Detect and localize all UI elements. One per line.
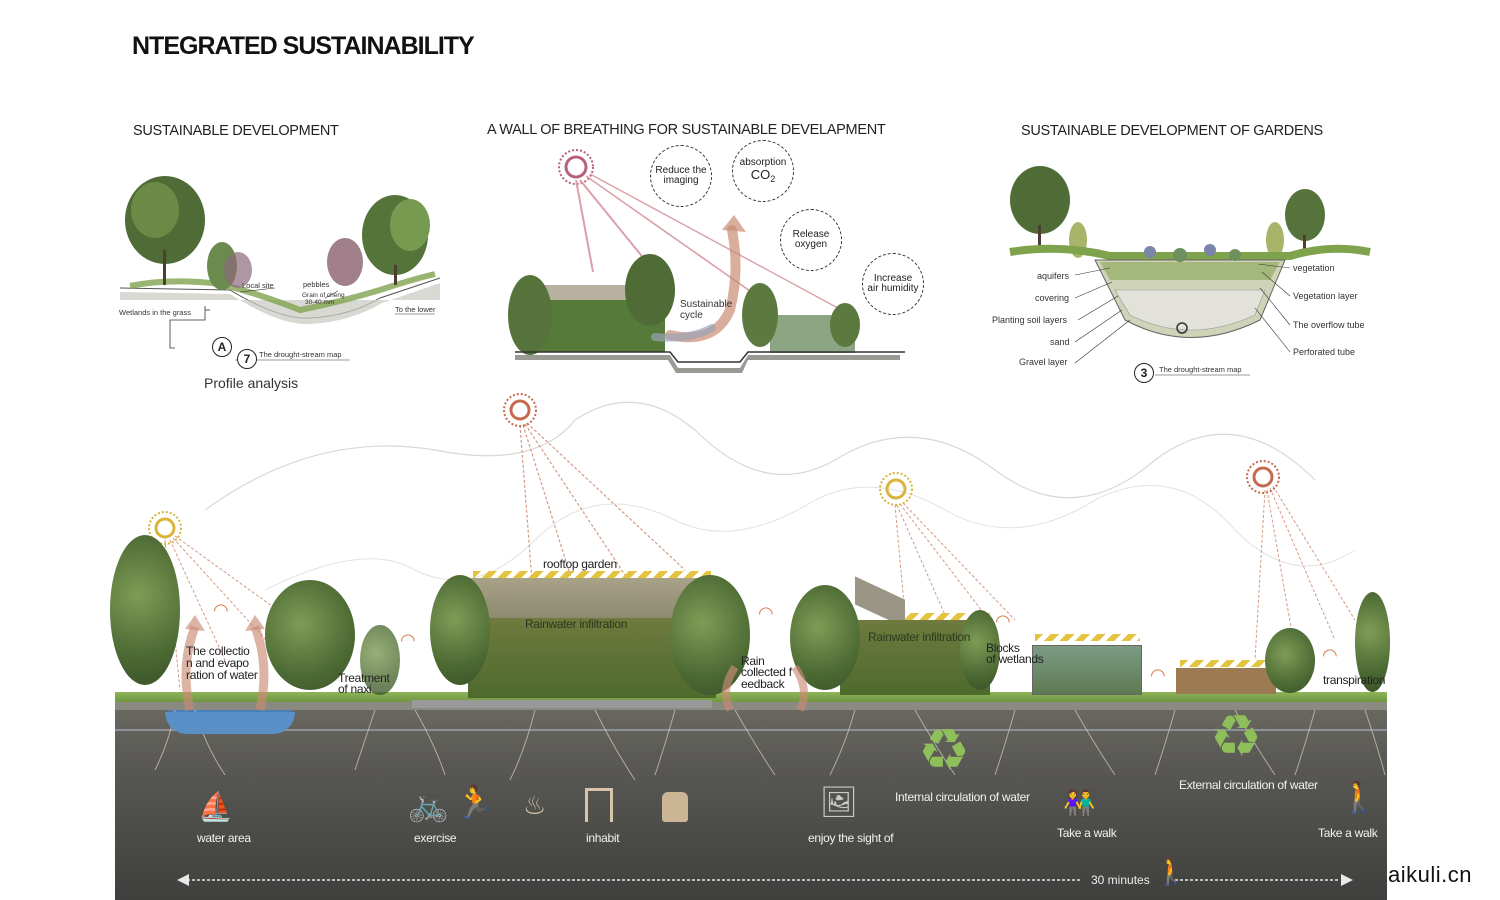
label-pebbles: pebbles (303, 280, 330, 289)
profile-analysis-caption: Profile analysis (204, 375, 299, 391)
small-building (1176, 668, 1276, 694)
wifi-icon: ◠ (213, 600, 229, 620)
label-external-circulation: External circulation of water (1179, 778, 1318, 792)
watermark: aikuli.cn (1388, 862, 1472, 887)
walk-couple-icon: 🚶 (1340, 781, 1378, 814)
page-title: NTEGRATED SUSTAINABILITY (132, 32, 475, 60)
bicycle-icon: 🚲 (407, 786, 450, 824)
badge-a: A (212, 337, 232, 357)
rain-arrows (722, 664, 808, 712)
ground-section (115, 700, 1387, 900)
tree (1265, 628, 1315, 693)
label-inhabit: inhabit (586, 831, 620, 845)
label-take-walk-1: Take a walk (1057, 826, 1117, 840)
rooftop-hatch (473, 571, 711, 578)
label-local-site: Local site (242, 281, 274, 290)
sun-icon (1246, 460, 1280, 494)
tree (1355, 592, 1390, 692)
garden-section-illustration (1009, 166, 1371, 376)
wetland-block (1032, 645, 1142, 695)
label-take-walk-2: Take a walk (1318, 826, 1378, 840)
tree (670, 575, 750, 695)
label-aquifers: aquifers (1037, 271, 1070, 281)
building-base (412, 700, 712, 708)
label-vegetation-layer: Vegetation layer (1293, 291, 1358, 301)
wifi-icon: ◠ (1150, 665, 1166, 685)
label-water-area: water area (197, 831, 251, 845)
left-panel-heading: SUSTAINABLE DEVELOPMENT (133, 123, 339, 139)
label-drought-map-left: The drought-stream map (259, 350, 342, 359)
label-overflow-tube: The overflow tube (1293, 320, 1365, 330)
label-planting-soil: Planting soil layers (992, 315, 1068, 325)
rooftop-hatch (1035, 634, 1140, 641)
label-drought-map-right: The drought-stream map (1159, 365, 1242, 374)
evaporation-arrows (181, 615, 269, 711)
tree (265, 580, 355, 690)
bag-icon (662, 792, 688, 822)
rooftop-hatch (1180, 660, 1275, 667)
label-enjoy-sight: enjoy the sight of (808, 831, 894, 845)
sun-icon (558, 149, 594, 185)
tree (110, 535, 180, 685)
label-rainwater-infiltration-2: Rainwater infiltration (868, 630, 971, 644)
timeline-label: 30 minutes (1091, 873, 1150, 887)
label-grain-2: 30-40 mm (305, 299, 335, 306)
badge-7: 7 (237, 349, 257, 369)
pond-water (165, 712, 295, 734)
right-panel-heading: SUSTAINABLE DEVELOPMENT OF GARDENS (1021, 123, 1323, 139)
label-rooftop-garden: rooftop garden (543, 557, 617, 571)
wifi-icon: ◠ (400, 630, 416, 650)
wifi-icon: ◠ (995, 611, 1011, 631)
timeline-arrow (177, 874, 1353, 886)
recycle-icon: ♻ (918, 718, 970, 783)
easel-icon: 🖼 (820, 786, 859, 819)
profile-illustration (119, 176, 441, 361)
rooftop-hatch (895, 613, 990, 620)
badge-3: 3 (1134, 363, 1154, 383)
grass-strip (115, 692, 1387, 702)
middle-panel-heading: A WALL OF BREATHING FOR SUSTAINABLE DEVE… (487, 122, 886, 138)
label-wetlands-grass: Wetlands in the grass (119, 308, 191, 317)
label-to-lower: To the lower (395, 305, 436, 314)
walker-icon: 🚶 (1155, 856, 1188, 886)
recycle-icon: ♻ (1210, 704, 1262, 769)
label-sand: sand (1050, 337, 1070, 347)
label-transpiration: transpiration (1323, 673, 1386, 687)
breathing-wall-illustration (508, 149, 905, 373)
tree (960, 610, 1000, 690)
label-gravel: Gravel layer (1019, 357, 1068, 367)
label-covering: covering (1035, 293, 1070, 303)
wifi-icon: ◠ (758, 603, 774, 623)
door-icon (585, 788, 613, 822)
tree (360, 625, 400, 695)
label-perforated-tube: Perforated tube (1293, 347, 1356, 357)
label-exercise: exercise (414, 831, 457, 845)
tree (430, 575, 490, 685)
walk-couple-icon: 👫 (1063, 788, 1096, 818)
sun-icon (503, 393, 537, 427)
label-grain-1: Grain of cheng (302, 292, 345, 299)
label-rainwater-infiltration: Rainwater infiltration (525, 617, 628, 631)
label-vegetation: vegetation (1293, 263, 1335, 273)
cup-icon: ♨ (523, 790, 547, 820)
runner-icon: 🏃 (455, 784, 495, 820)
sun-icon (879, 472, 913, 506)
label-internal-circulation: Internal circulation of water (895, 790, 1030, 804)
sun-icon (148, 511, 182, 545)
canoe-icon: ⛵ (198, 791, 233, 822)
wifi-icon: ◠ (1322, 645, 1338, 665)
